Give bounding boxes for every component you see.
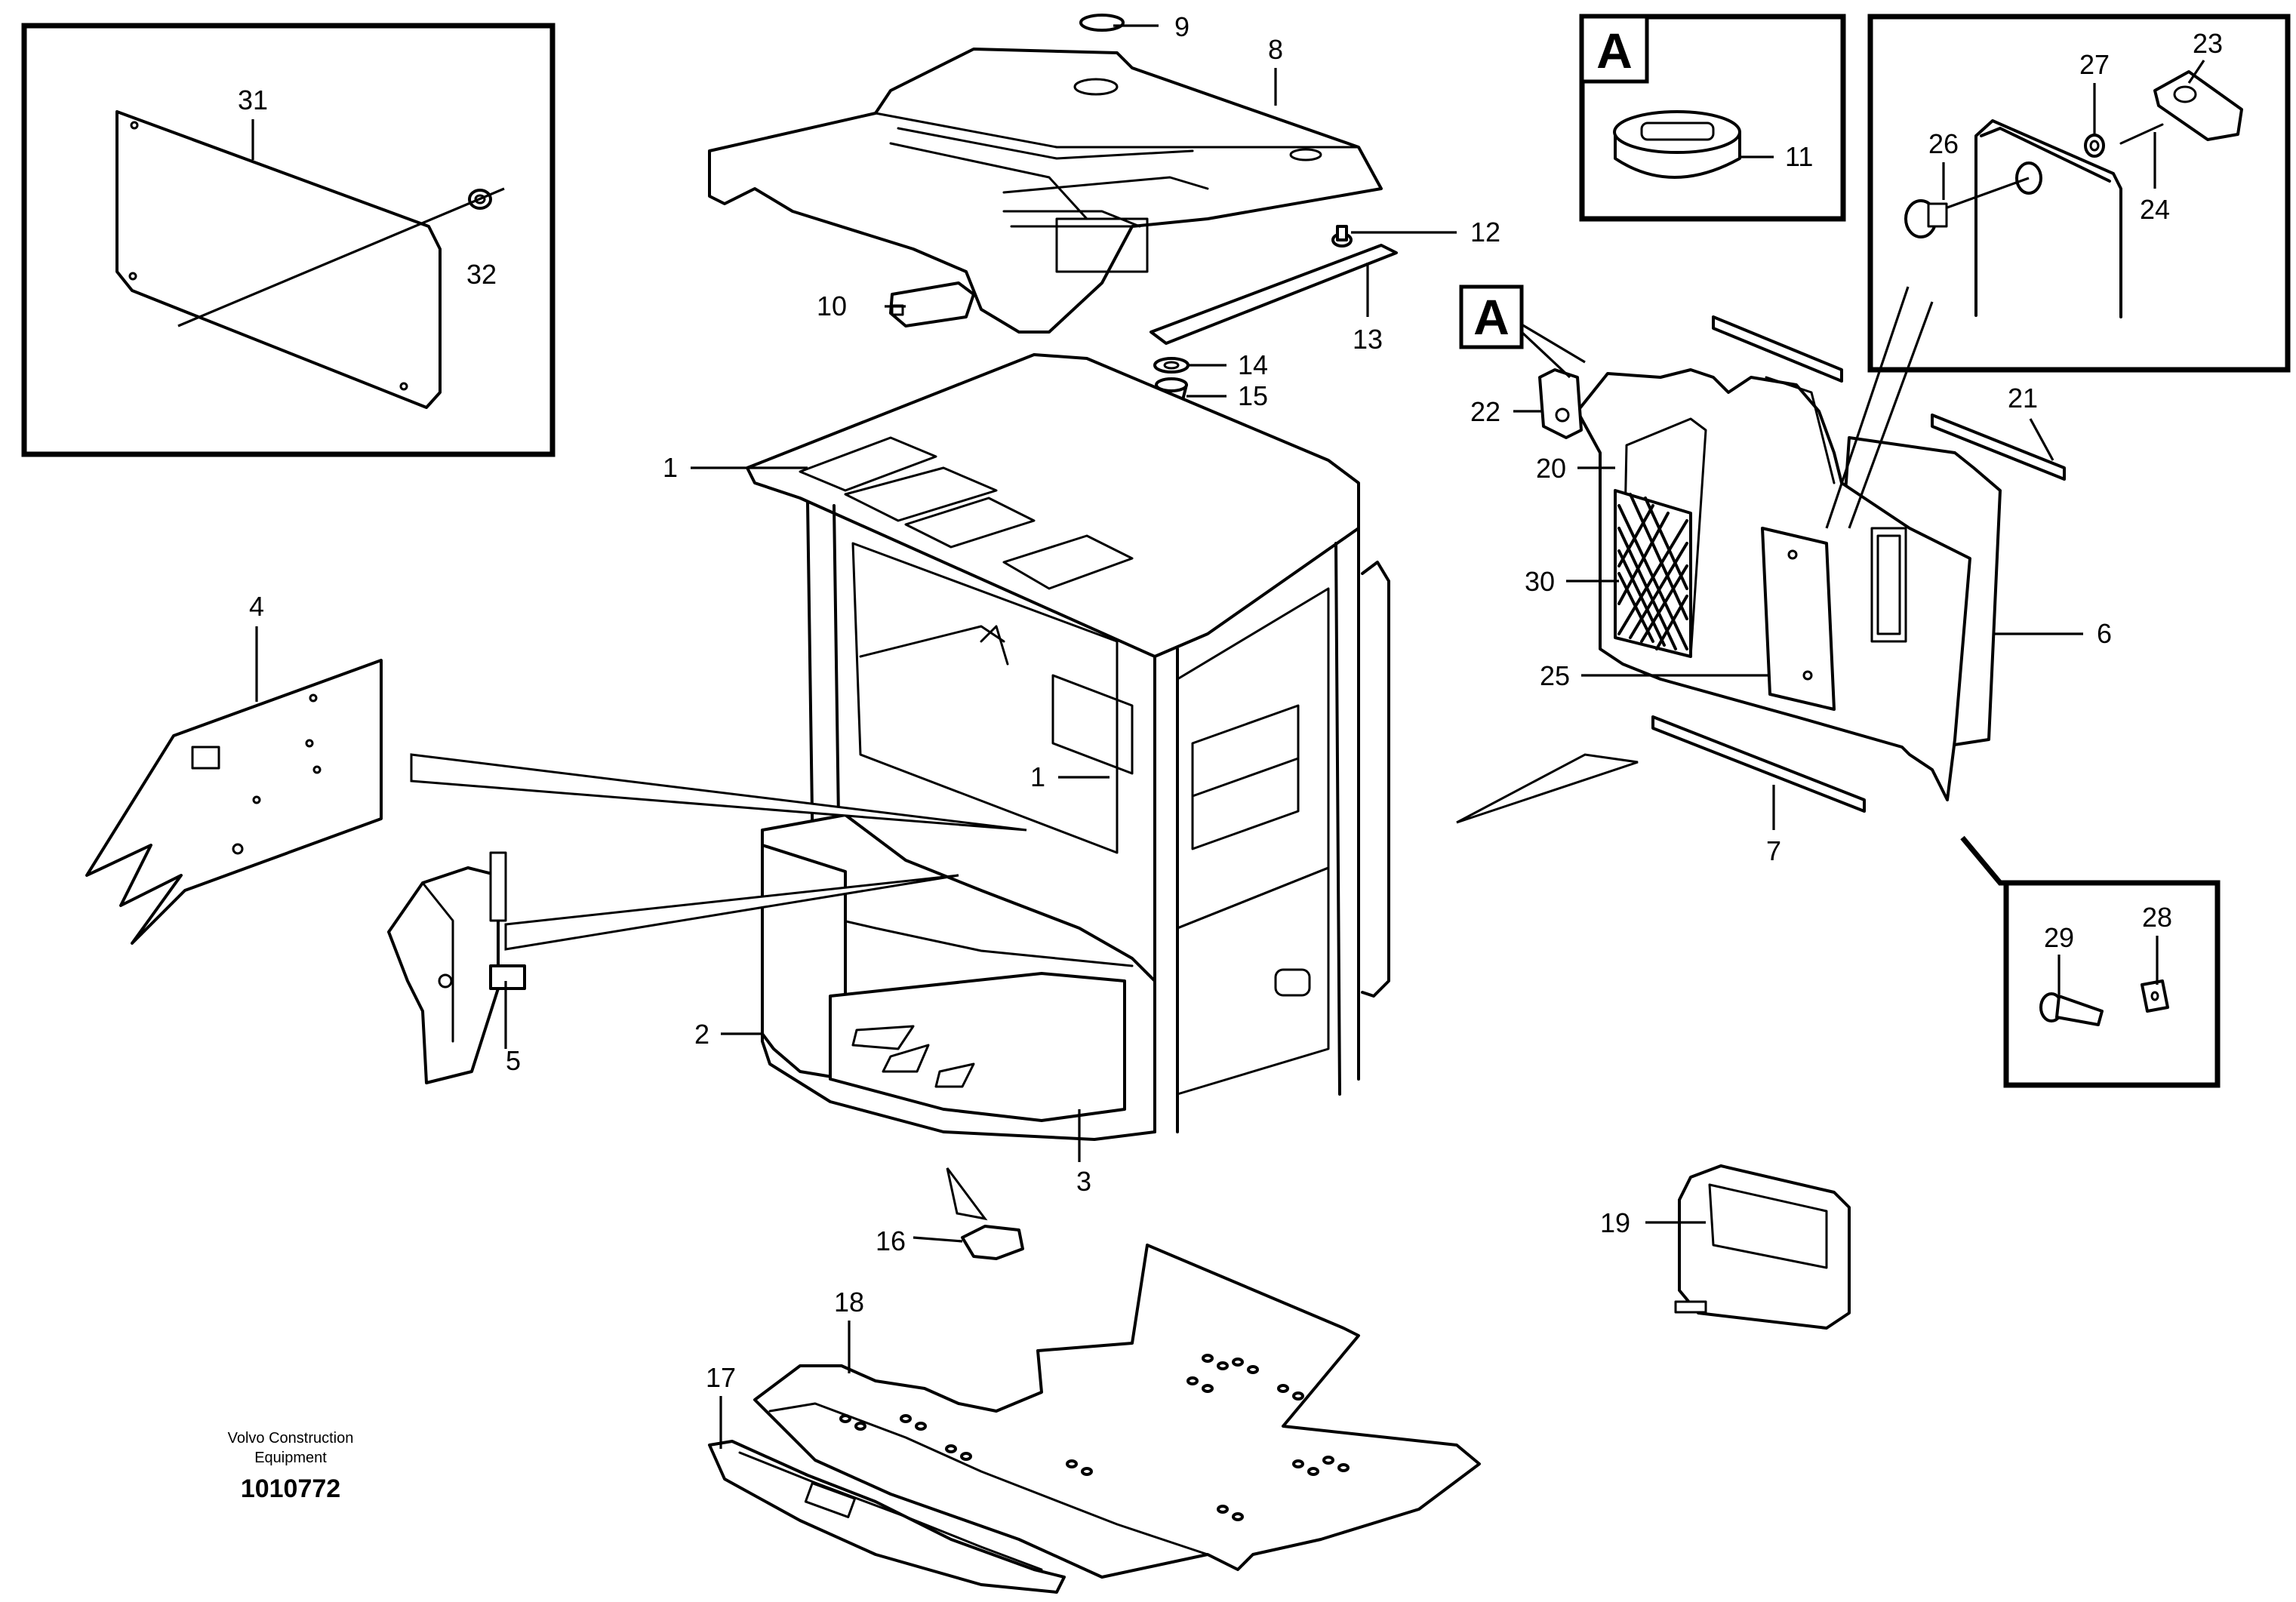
footer-block: Volvo Construction Equipment 1010772: [228, 1430, 354, 1503]
part-4-side-panel: [85, 659, 383, 945]
callout-31: 31: [238, 85, 268, 115]
callout-1-mid: 1: [1030, 761, 1045, 792]
callout-5: 5: [506, 1045, 521, 1076]
callout-14: 14: [1238, 349, 1268, 380]
callout-13: 13: [1353, 324, 1383, 355]
part-9-plug: [1079, 14, 1125, 32]
detail-box-a: [1579, 14, 1846, 222]
part-12-screw: [1331, 225, 1353, 248]
part-8-roof-panel: [708, 48, 1383, 334]
leader-lines: [255, 24, 2205, 1449]
callout-16: 16: [876, 1225, 906, 1256]
callout-1-top: 1: [663, 452, 678, 483]
part-14-washer: [1153, 357, 1190, 374]
callout-6: 6: [2097, 618, 2112, 649]
part-7-strip: [1651, 715, 1866, 813]
part-28-clip: [2141, 979, 2169, 1013]
part-25-cover: [1761, 527, 1836, 711]
part-16-cover: [961, 1225, 1024, 1260]
part-23-clamp: [2153, 70, 2243, 141]
callout-15: 15: [1238, 380, 1268, 411]
callout-18: 18: [834, 1287, 864, 1318]
callout-21: 21: [2008, 383, 2038, 414]
callout-4: 4: [249, 591, 264, 622]
part-10-clip: [889, 281, 975, 327]
part-5-bracket: [387, 851, 526, 1084]
callout-23: 23: [2193, 28, 2223, 59]
part-30-net: [1614, 489, 1692, 658]
detail-marker-a: [1459, 284, 1524, 349]
detail-box-screws: [1960, 835, 2221, 1088]
company-line-1: Volvo Construction: [228, 1430, 354, 1447]
part-27-washer: [2084, 134, 2105, 158]
part-3-panel: [829, 972, 1126, 1122]
part-22-bracket: [1538, 368, 1583, 439]
detail-box-fasteners: [1867, 14, 2291, 373]
callout-28: 28: [2142, 902, 2172, 933]
detail-marker-a-letter: A: [1473, 289, 1510, 345]
callout-30: 30: [1525, 566, 1555, 597]
part-17-sill: [708, 1440, 1066, 1594]
part-31-panel: [115, 110, 442, 409]
part-11-grommet: [1613, 110, 1741, 179]
company-line-2: Equipment: [254, 1450, 327, 1466]
callout-8: 8: [1268, 34, 1283, 65]
callout-11: 11: [1785, 141, 1813, 172]
drawing-number: 1010772: [241, 1474, 340, 1503]
callout-24: 24: [2140, 194, 2170, 225]
callout-26: 26: [1928, 128, 1959, 159]
callout-7: 7: [1766, 835, 1781, 866]
part-26-knob: [1904, 199, 1948, 238]
callout-17: 17: [706, 1362, 736, 1393]
callout-labels: 31 32 9 8 10 12 13 14 15 1 1 4 5 2 3 16 …: [238, 11, 2223, 1393]
part-13-strip: [1150, 244, 1398, 345]
callout-20: 20: [1536, 453, 1566, 484]
callout-9: 9: [1174, 11, 1190, 42]
part-21-strip: [1712, 315, 2066, 481]
callout-10: 10: [817, 291, 847, 321]
callout-32: 32: [466, 259, 497, 290]
part-18-floor-mat: [753, 1244, 1481, 1579]
callout-29: 29: [2044, 922, 2074, 953]
callout-19: 19: [1600, 1207, 1630, 1238]
callout-22: 22: [1470, 396, 1500, 427]
callout-12: 12: [1470, 217, 1500, 248]
detail-box-panel-31: [21, 23, 556, 457]
callout-3: 3: [1076, 1166, 1091, 1197]
callout-2: 2: [694, 1019, 709, 1050]
part-19-housing: [1674, 1164, 1851, 1330]
callout-27: 27: [2079, 49, 2110, 80]
part-24-pin: [2119, 123, 2164, 145]
callout-25: 25: [1540, 660, 1570, 691]
part-29-screw: [2039, 992, 2104, 1026]
detail-box-a-letter: A: [1596, 23, 1633, 78]
